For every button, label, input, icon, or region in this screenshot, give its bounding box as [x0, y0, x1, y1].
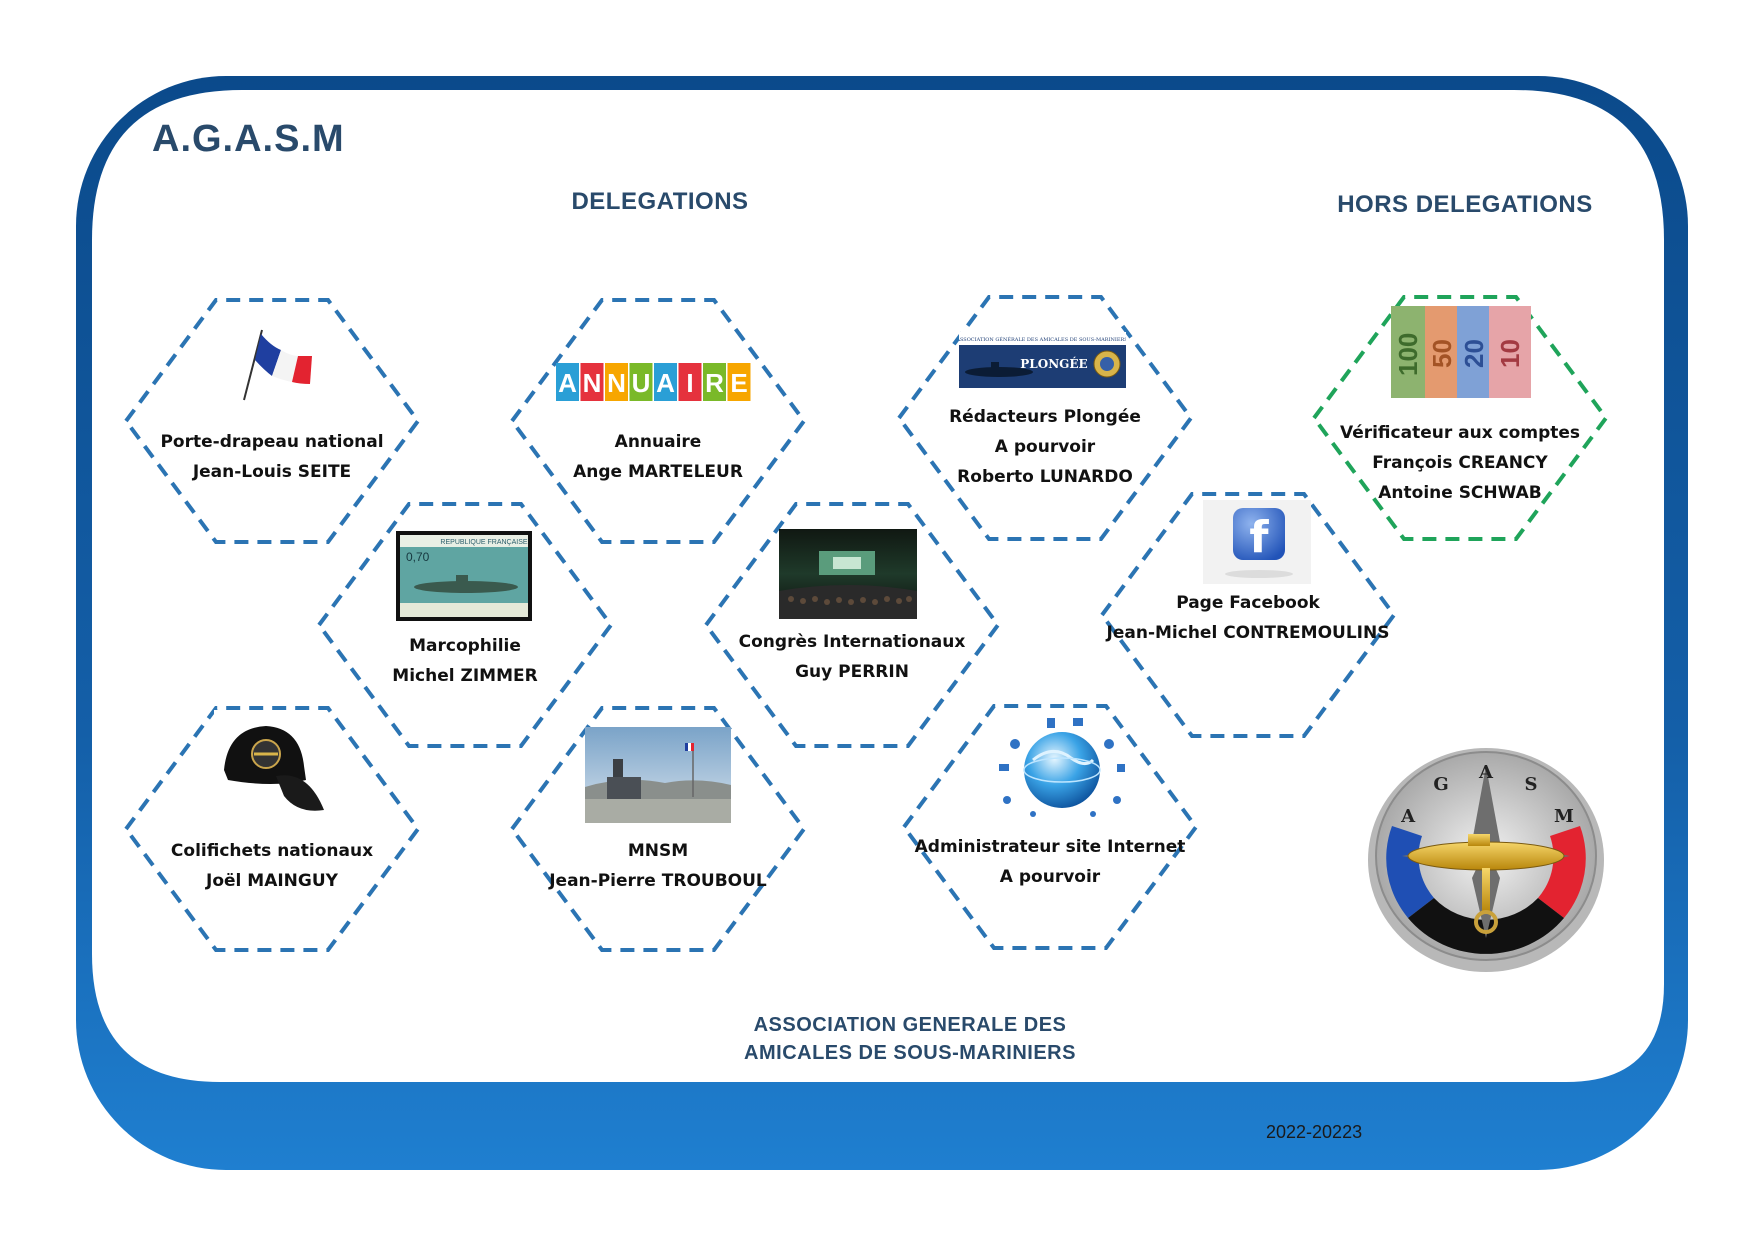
annuaire-letter: A — [656, 368, 675, 398]
hexagon-mnsm — [509, 706, 807, 952]
annuaire-tile — [654, 363, 677, 401]
hors-delegations-title: HORS DELEGATIONS — [1337, 191, 1593, 218]
annuaire-letter: U — [632, 368, 651, 398]
node-title: Administrateur site Internet — [914, 837, 1186, 857]
hexagon-internet — [901, 704, 1199, 950]
annuaire-tile — [678, 363, 702, 401]
hexagon-marcophilie — [316, 502, 614, 748]
emblem-letter: G — [1433, 774, 1448, 795]
plongee-title: PLONGÉE — [1020, 356, 1087, 371]
node-person: Roberto LUNARDO — [957, 467, 1133, 487]
node-person: Guy PERRIN — [795, 662, 909, 682]
annuaire-letter: E — [730, 368, 747, 398]
hexagon-annuaire — [509, 298, 807, 544]
annuaire-tile — [556, 363, 579, 401]
node-person: Joël MAINGUY — [206, 871, 338, 891]
banknote-50: 50 — [1427, 339, 1457, 368]
node-internet: Administrateur site Internet A pourvoir — [900, 832, 1200, 892]
annuaire-tile — [727, 363, 751, 401]
node-person: Antoine SCHWAB — [1378, 483, 1542, 503]
node-title: Colifichets nationaux — [170, 841, 374, 861]
banknotes-icon: 100 50 20 10 — [1391, 306, 1531, 398]
footer-line-2: AMICALES DE SOUS-MARINIERS — [744, 1042, 1076, 1064]
hexagon-porte-drapeau — [123, 298, 421, 544]
emblem-letter: S — [1525, 774, 1538, 795]
svg-text:f: f — [1249, 512, 1269, 563]
cap-icon — [214, 710, 324, 830]
node-title: Rédacteurs Plongée — [949, 407, 1141, 427]
annuaire-tile — [703, 363, 726, 401]
submarine-stamp-icon: REPUBLIQUE FRANÇAISE 0,70 — [396, 531, 532, 621]
node-mnsm: MNSM Jean-Pierre TROUBOUL — [508, 836, 808, 896]
node-title: Congrès Internationaux — [738, 632, 966, 652]
node-title: Page Facebook — [1176, 593, 1320, 613]
emblem-letter: A — [1400, 806, 1416, 827]
annuaire-letter: R — [705, 368, 724, 398]
footer-line-1: ASSOCIATION GENERALE DES — [753, 1014, 1067, 1036]
banknote-20: 20 — [1459, 339, 1489, 368]
banknote-100: 100 — [1393, 333, 1423, 376]
node-person: A pourvoir — [994, 437, 1096, 457]
globe-network-icon — [999, 718, 1125, 817]
node-person: Jean-Louis SEITE — [192, 462, 352, 482]
hexagon-plongee — [896, 295, 1194, 541]
node-person: Ange MARTELEUR — [573, 462, 743, 482]
annuaire-tile — [629, 363, 653, 401]
annuaire-tile — [580, 363, 604, 401]
plongee-header: ASSOCIATION GÉNÉRALE DES AMICALES DE SOU… — [959, 335, 1126, 343]
node-person: Jean-Pierre TROUBOUL — [549, 871, 767, 891]
node-person: Jean-Michel CONTREMOULINS — [1106, 623, 1390, 643]
year-label: 2022-20223 — [1266, 1122, 1363, 1142]
hexagon-congres — [703, 502, 1001, 748]
hexagon-facebook — [1099, 492, 1397, 738]
emblem-letter: A — [1478, 762, 1494, 783]
node-title: MNSM — [627, 841, 689, 861]
annuaire-letter: A — [558, 368, 577, 398]
org-title: A.G.A.S.M — [152, 118, 345, 160]
conference-photo — [779, 529, 917, 619]
node-title: Marcophilie — [409, 636, 521, 656]
plongee-magazine-icon: ASSOCIATION GÉNÉRALE DES AMICALES DE SOU… — [959, 332, 1126, 388]
node-title: Porte-drapeau national — [160, 432, 384, 452]
french-flag-icon — [243, 329, 312, 401]
stamp-country: REPUBLIQUE FRANÇAISE — [440, 539, 527, 546]
delegations-title: DELEGATIONS — [571, 188, 749, 215]
annuaire-letter: N — [607, 368, 626, 398]
monument-photo — [585, 727, 731, 823]
node-title: Vérificateur aux comptes — [1339, 423, 1581, 443]
banknote-10: 10 — [1495, 339, 1525, 368]
node-person: François CREANCY — [1372, 453, 1548, 473]
hexagon-colifichets — [123, 706, 421, 952]
emblem-letter: M — [1554, 806, 1574, 827]
annuaire-letter: I — [686, 368, 693, 398]
hexagon-verificateur — [1311, 295, 1609, 541]
node-person: Michel ZIMMER — [392, 666, 538, 686]
stamp-value: 0,70 — [406, 550, 430, 564]
node-title: Annuaire — [614, 432, 702, 452]
node-person: A pourvoir — [999, 867, 1101, 887]
annuaire-tile — [605, 363, 628, 401]
facebook-icon: f — [1203, 500, 1311, 584]
annuaire-letter: N — [583, 368, 602, 398]
